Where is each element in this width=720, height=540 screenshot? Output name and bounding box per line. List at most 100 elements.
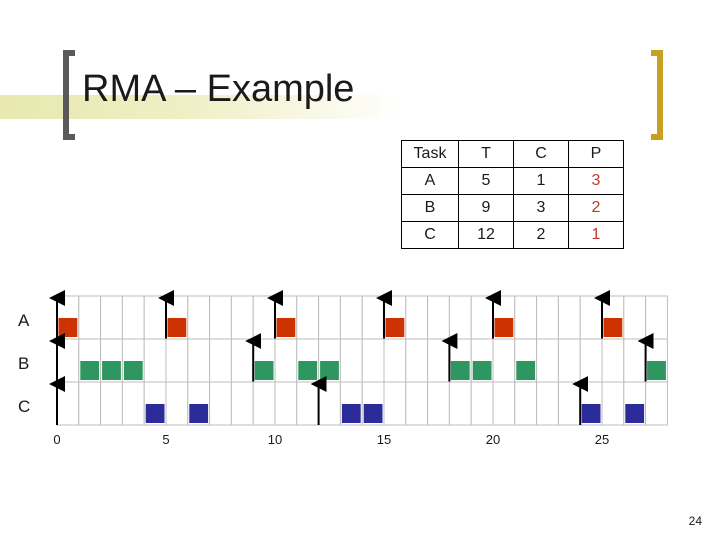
grid-cell <box>318 381 341 426</box>
table-cell-priority: 1 <box>568 221 624 249</box>
grid-cell <box>100 295 123 340</box>
table-cell-priority: 3 <box>568 167 624 195</box>
grid-cell <box>383 381 407 426</box>
grid-cell <box>405 381 429 426</box>
table-cell: 12 <box>458 221 514 249</box>
execution-block-b <box>102 361 121 380</box>
table-cell: 2 <box>513 221 569 249</box>
execution-block-a <box>167 318 187 337</box>
grid-cell <box>383 338 407 383</box>
execution-block-c <box>341 404 361 423</box>
title-right-bracket <box>651 50 663 140</box>
table-header-cell: P <box>568 140 624 168</box>
execution-block-a <box>276 318 296 337</box>
execution-block-b <box>254 361 274 380</box>
grid-cell <box>579 338 603 383</box>
table-row: C 12 2 1 <box>401 221 624 249</box>
grid-cell <box>252 295 276 340</box>
execution-block-b <box>472 361 492 380</box>
grid-cell <box>601 338 625 383</box>
grid-cell <box>514 295 538 340</box>
table-header-cell: Task <box>401 140 459 168</box>
execution-block-b <box>123 361 143 380</box>
grid-cell <box>230 295 254 340</box>
grid-cell <box>187 295 211 340</box>
slide-number: 24 <box>688 514 702 528</box>
table-cell-priority: 2 <box>568 194 624 222</box>
grid-cell <box>100 381 123 426</box>
grid-cell <box>143 295 167 340</box>
grid-cell <box>470 295 494 340</box>
task-parameter-table: Task T C P A 5 1 3 B 9 3 2 C 12 2 1 <box>401 140 624 249</box>
table-cell: C <box>401 221 459 249</box>
grid-cell <box>78 295 102 340</box>
execution-block-b <box>298 361 318 380</box>
grid-cell <box>536 295 559 340</box>
grid-cell <box>492 338 516 383</box>
grid-cell <box>427 381 450 426</box>
slide-title: RMA – Example <box>82 68 355 110</box>
grid-cell <box>230 381 254 426</box>
grid-cell <box>361 295 385 340</box>
grid-cell <box>645 295 668 340</box>
grid-cell <box>492 381 516 426</box>
table-cell: 3 <box>513 194 569 222</box>
execution-block-b <box>450 361 470 380</box>
x-tick-label: 25 <box>594 432 610 447</box>
grid-cell <box>230 338 254 383</box>
table-header-cell: C <box>513 140 569 168</box>
execution-block-c <box>145 404 165 423</box>
grid-cell <box>579 295 603 340</box>
execution-block-b <box>80 361 100 380</box>
grid-cell <box>405 295 429 340</box>
execution-block-c <box>363 404 383 423</box>
execution-block-c <box>581 404 601 423</box>
grid-cell <box>296 381 320 426</box>
grid-cell <box>448 295 472 340</box>
grid-cell <box>514 381 538 426</box>
grid-cell <box>448 381 472 426</box>
grid-cell <box>427 338 450 383</box>
execution-block-b <box>647 361 666 380</box>
grid-cell <box>427 295 450 340</box>
grid-cell <box>470 381 494 426</box>
grid-cell <box>557 338 581 383</box>
x-tick-label: 10 <box>267 432 283 447</box>
grid-cell <box>361 338 385 383</box>
grid-cell <box>405 338 429 383</box>
x-tick-label: 15 <box>376 432 392 447</box>
grid-cell <box>557 381 581 426</box>
grid-cell <box>143 338 167 383</box>
execution-block-b <box>516 361 536 380</box>
grid-cell <box>339 338 363 383</box>
grid-cell <box>209 338 232 383</box>
grid-cell <box>56 338 80 383</box>
execution-block-c <box>189 404 209 423</box>
grid-cell <box>78 381 102 426</box>
table-header-row: Task T C P <box>401 140 624 168</box>
execution-block-c <box>625 404 645 423</box>
grid-cell <box>165 381 189 426</box>
grid-cell <box>536 381 559 426</box>
grid-cell <box>296 295 320 340</box>
x-tick-label: 0 <box>53 432 61 447</box>
grid-cell <box>274 381 298 426</box>
grid-cell <box>56 381 80 426</box>
task-label-c: C <box>18 397 31 416</box>
grid-cell <box>121 295 145 340</box>
title-left-bracket <box>63 50 75 140</box>
grid-cell <box>318 295 341 340</box>
execution-block-a <box>385 318 405 337</box>
execution-block-a <box>603 318 623 337</box>
x-tick-label: 5 <box>162 432 170 447</box>
grid-cell <box>252 381 276 426</box>
grid-cell <box>339 295 363 340</box>
task-label-a: A <box>18 311 30 330</box>
execution-block-a <box>58 318 78 337</box>
execution-block-a <box>494 318 514 337</box>
grid-cell <box>623 295 647 340</box>
grid-cell <box>209 381 232 426</box>
task-label-b: B <box>18 354 30 373</box>
grid-cell <box>187 338 211 383</box>
